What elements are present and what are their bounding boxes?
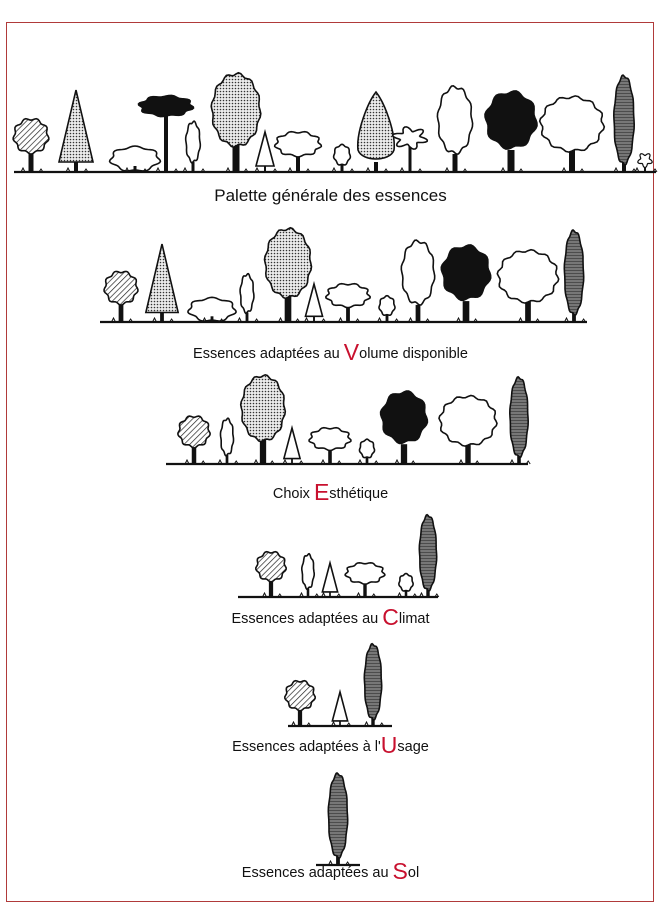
dotted-tree-icon [263, 226, 313, 323]
caption-sol-letter: S [392, 858, 408, 884]
dotted-tree-icon [210, 71, 262, 173]
cloudy-tree-icon [344, 561, 386, 598]
caption-palette-text: Palette générale des essences [214, 186, 447, 205]
round-tree-icon [12, 117, 50, 173]
palm-tree-icon [391, 126, 429, 173]
caption-usage-prefix: Essences adaptées à l' [232, 739, 381, 755]
dark-tree-icon [440, 244, 492, 323]
cypress-tree-icon [327, 772, 351, 866]
smallcone-tree-icon [304, 280, 327, 323]
small-tree-icon [397, 572, 418, 598]
caption-climat-suffix: limat [398, 611, 430, 627]
cone-tree-icon [57, 89, 95, 173]
cypress-tree-icon [563, 229, 587, 323]
dark-tree-icon [484, 90, 538, 173]
wide-tree-icon [496, 248, 560, 323]
ovalw-tree-icon [299, 552, 320, 598]
caption-climat-prefix: Essences adaptées au [231, 611, 383, 627]
caption-volume-letter: V [343, 339, 360, 365]
row-sol [316, 772, 360, 867]
row-usage [283, 642, 392, 728]
cloudy-tree-icon [308, 426, 352, 465]
flame-tree-icon [357, 90, 395, 173]
tall-tree-icon [436, 84, 474, 173]
caption-usage: Essences adaptées à l'Usage [0, 734, 661, 757]
figure-border [6, 22, 654, 902]
row-palette [12, 71, 658, 174]
smallcone-tree-icon [254, 128, 278, 173]
smallcone-tree-icon [331, 688, 352, 727]
smallcone-tree-icon [321, 559, 342, 598]
caption-palette: Palette générale des essences [0, 186, 661, 206]
caption-volume: Essences adaptées au Volume disponible [0, 341, 661, 364]
wide-tree-icon [538, 95, 606, 173]
caption-sol-prefix: Essences adaptées au [241, 865, 393, 881]
small-tree-icon [377, 294, 400, 323]
caption-esthetique-suffix: sthétique [329, 486, 389, 502]
cloudy-tree-icon [273, 130, 323, 173]
ovalw-tree-icon [217, 417, 239, 465]
caption-volume-prefix: Essences adaptées au [193, 346, 344, 362]
caption-usage-letter: U [380, 732, 398, 758]
cone-tree-icon [144, 243, 180, 323]
caption-sol-suffix: ol [407, 865, 420, 881]
cypress-tree-icon [363, 642, 385, 727]
shrub-tree-icon [108, 145, 162, 173]
pine-tree-icon [137, 94, 195, 173]
tiny-tree-icon [634, 153, 658, 173]
smallcone-tree-icon [282, 424, 304, 465]
row-climat [238, 513, 440, 599]
caption-usage-suffix: sage [397, 739, 429, 755]
wide-tree-icon [438, 394, 498, 465]
ovalw-tree-icon [237, 272, 260, 323]
caption-climat-letter: C [382, 604, 399, 630]
row-volume [100, 226, 587, 324]
round-tree-icon [177, 415, 211, 465]
cypress-tree-icon [418, 513, 440, 598]
caption-esthetique-letter: E [313, 479, 330, 505]
caption-esthetique: Choix Esthétique [0, 481, 661, 504]
ovalw-tree-icon [182, 120, 206, 173]
caption-sol: Essences adaptées au Sol [0, 860, 661, 883]
tall-tree-icon [400, 239, 436, 323]
round-tree-icon [254, 550, 288, 598]
row-esthetique [166, 373, 531, 466]
round-tree-icon [283, 679, 317, 727]
caption-volume-suffix: olume disponible [359, 346, 468, 362]
dotted-tree-icon [239, 373, 287, 465]
cypress-tree-icon [508, 375, 531, 465]
cypress-tree-icon [612, 74, 637, 173]
small-tree-icon [357, 438, 379, 465]
round-tree-icon [103, 270, 139, 323]
caption-esthetique-prefix: Choix [272, 486, 314, 502]
small-tree-icon [331, 143, 355, 173]
caption-climat: Essences adaptées au Climat [0, 606, 661, 629]
shrub-tree-icon [187, 296, 237, 323]
dark-tree-icon [379, 390, 429, 465]
cloudy-tree-icon [325, 282, 371, 323]
